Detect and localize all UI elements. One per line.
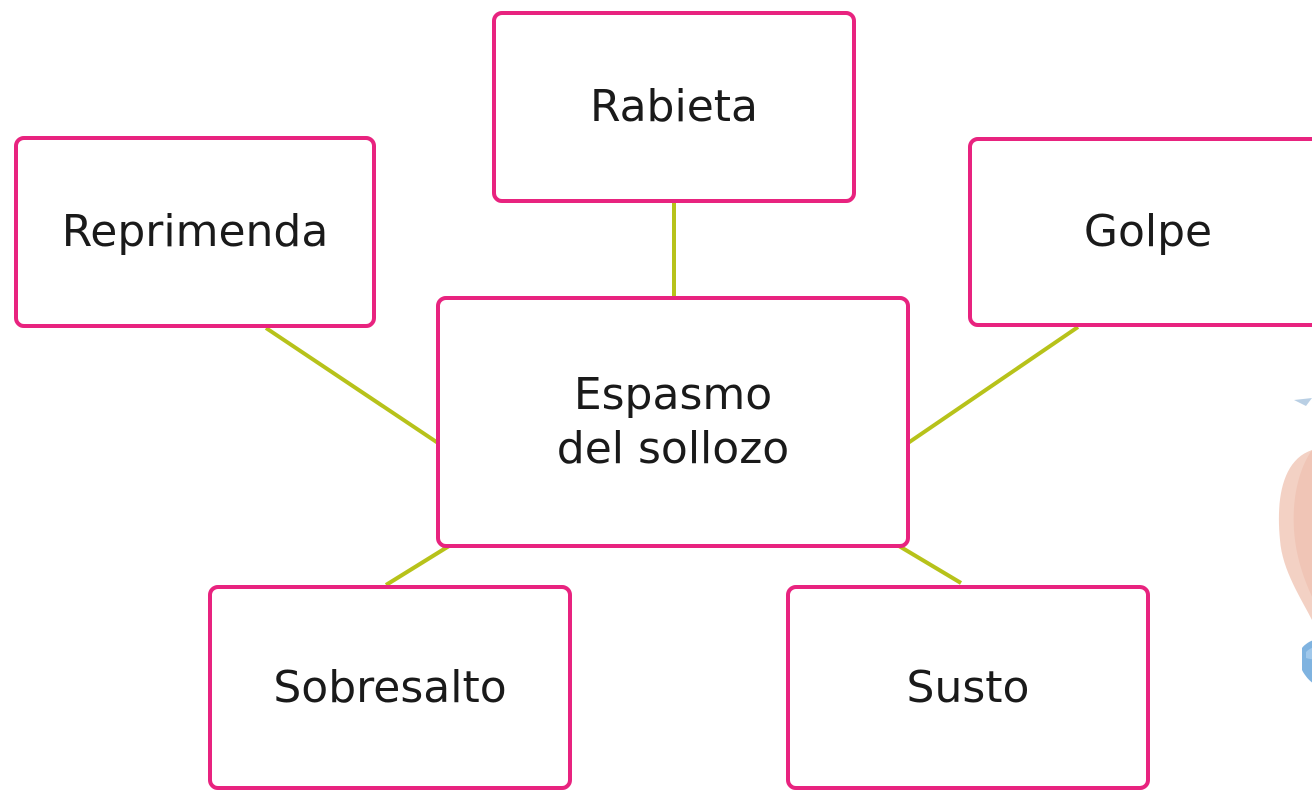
node-rabieta-label: Rabieta: [589, 81, 758, 133]
node-rabieta: Rabieta: [492, 11, 856, 203]
connector-reprimenda: [264, 326, 440, 445]
node-golpe-label: Golpe: [1083, 206, 1213, 258]
node-center-label: Espasmo del sollozo: [556, 369, 790, 474]
node-sobresalto: Sobresalto: [208, 585, 572, 790]
node-reprimenda: Reprimenda: [14, 136, 376, 328]
connector-susto: [897, 544, 963, 585]
node-susto-label: Susto: [906, 661, 1030, 713]
node-golpe: Golpe: [968, 137, 1312, 327]
connector-golpe: [906, 325, 1080, 445]
connector-sobresalto: [384, 544, 451, 587]
node-center: Espasmo del sollozo: [436, 296, 910, 548]
node-sobresalto-label: Sobresalto: [273, 661, 507, 713]
node-reprimenda-label: Reprimenda: [61, 206, 329, 258]
node-susto: Susto: [786, 585, 1150, 790]
decorative-illustration-fragment: [1278, 398, 1312, 683]
